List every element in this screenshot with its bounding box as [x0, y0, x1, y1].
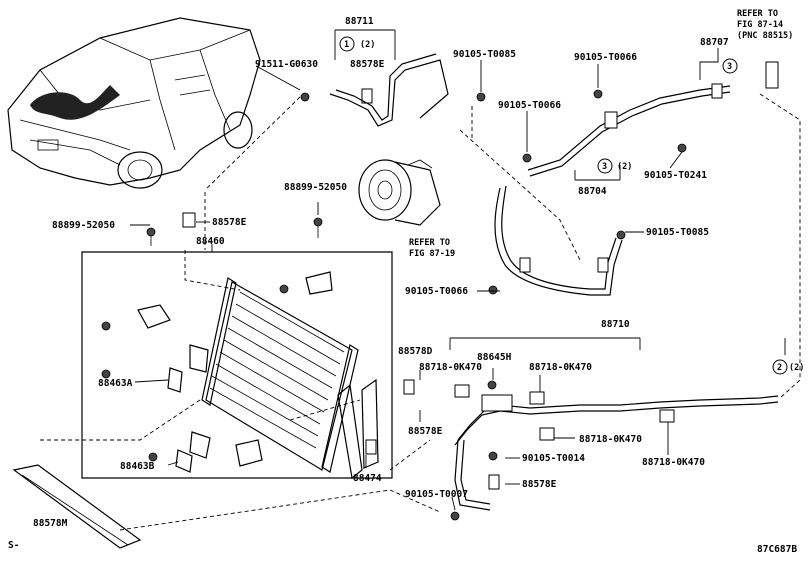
- label-90105-T0066-top[interactable]: 90105-T0066: [574, 52, 637, 63]
- label-88718-0K470-c[interactable]: 88718-0K470: [579, 434, 642, 445]
- callout-2: 2 (2): [772, 359, 804, 375]
- label-88899-52050-left[interactable]: 88899-52050: [52, 220, 115, 231]
- svg-text:REFER TO: REFER TO: [409, 238, 450, 248]
- reference-lines: [40, 93, 801, 531]
- label-90105-T0241[interactable]: 90105-T0241: [644, 170, 707, 181]
- svg-text:1: 1: [344, 40, 349, 50]
- callout-1: 1 (2): [339, 36, 375, 52]
- label-88645H[interactable]: 88645H: [477, 352, 512, 363]
- support-bar-88578M[interactable]: [12, 464, 142, 549]
- condenser-core[interactable]: [201, 277, 363, 480]
- ac-hoses: [329, 53, 779, 511]
- svg-text:FIG 87-19: FIG 87-19: [409, 249, 455, 259]
- label-91511-G0630[interactable]: 91511-G0630: [255, 59, 318, 70]
- svg-text:REFER TO: REFER TO: [737, 9, 778, 19]
- svg-text:(2): (2): [789, 363, 804, 373]
- diagram-id: 87C687B: [757, 544, 797, 555]
- label-88463B[interactable]: 88463B: [120, 461, 155, 472]
- label-90105-T0014[interactable]: 90105-T0014: [522, 453, 585, 464]
- label-88710[interactable]: 88710: [601, 319, 630, 330]
- svg-text:(2): (2): [360, 40, 375, 50]
- refer-note-fig-87-19[interactable]: REFER TO FIG 87-19: [409, 238, 455, 259]
- refer-note-fig-87-14[interactable]: REFER TO FIG 87-14 (PNC 88515): [737, 9, 793, 41]
- label-88460[interactable]: 88460: [196, 236, 225, 247]
- bolts: [101, 89, 687, 521]
- label-88718-0K470-d[interactable]: 88718-0K470: [642, 457, 705, 468]
- condenser-brackets: [137, 271, 379, 473]
- leader-lines: [130, 29, 786, 511]
- label-88711[interactable]: 88711: [345, 16, 374, 27]
- fittings: [454, 83, 723, 441]
- svg-text:3: 3: [727, 62, 732, 72]
- label-88578E-condenser[interactable]: 88578E: [212, 217, 247, 228]
- label-88899-52050-right[interactable]: 88899-52050: [284, 182, 347, 193]
- svg-text:2: 2: [777, 363, 782, 373]
- compressor[interactable]: [358, 159, 441, 226]
- label-88578M[interactable]: 88578M: [33, 518, 68, 529]
- label-88718-0K470-a[interactable]: 88718-0K470: [419, 362, 482, 373]
- vehicle-illustration: [7, 17, 261, 189]
- svg-text:FIG 87-14: FIG 87-14: [737, 20, 783, 30]
- label-90105-T0066-bottom[interactable]: 90105-T0066: [405, 286, 468, 297]
- label-88578E-bottom[interactable]: 88578E: [522, 479, 557, 490]
- label-88704[interactable]: 88704: [578, 186, 607, 197]
- svg-text:(PNC 88515): (PNC 88515): [737, 31, 793, 41]
- svg-text:3: 3: [602, 162, 607, 172]
- callout-3a: 3: [722, 58, 738, 74]
- label-88707[interactable]: 88707: [700, 37, 729, 48]
- condenser-group-box: [81, 244, 393, 479]
- label-88718-0K470-b[interactable]: 88718-0K470: [529, 362, 592, 373]
- sheet-mark: S-: [8, 540, 19, 551]
- svg-text:(2): (2): [617, 162, 632, 172]
- label-90105-T0007[interactable]: 90105-T0007: [405, 489, 468, 500]
- label-90105-T0085-top[interactable]: 90105-T0085: [453, 49, 516, 60]
- label-90105-T0066-mid[interactable]: 90105-T0066: [498, 100, 561, 111]
- callout-3b: 3 (2): [597, 158, 632, 174]
- label-88578D[interactable]: 88578D: [398, 346, 433, 357]
- label-88578E-top[interactable]: 88578E: [350, 59, 385, 70]
- label-88578E-lower[interactable]: 88578E: [408, 426, 443, 437]
- clamps: [182, 61, 779, 490]
- label-90105-T0085-right[interactable]: 90105-T0085: [646, 227, 709, 238]
- label-88474[interactable]: 88474: [353, 473, 382, 484]
- label-88463A[interactable]: 88463A: [98, 378, 133, 389]
